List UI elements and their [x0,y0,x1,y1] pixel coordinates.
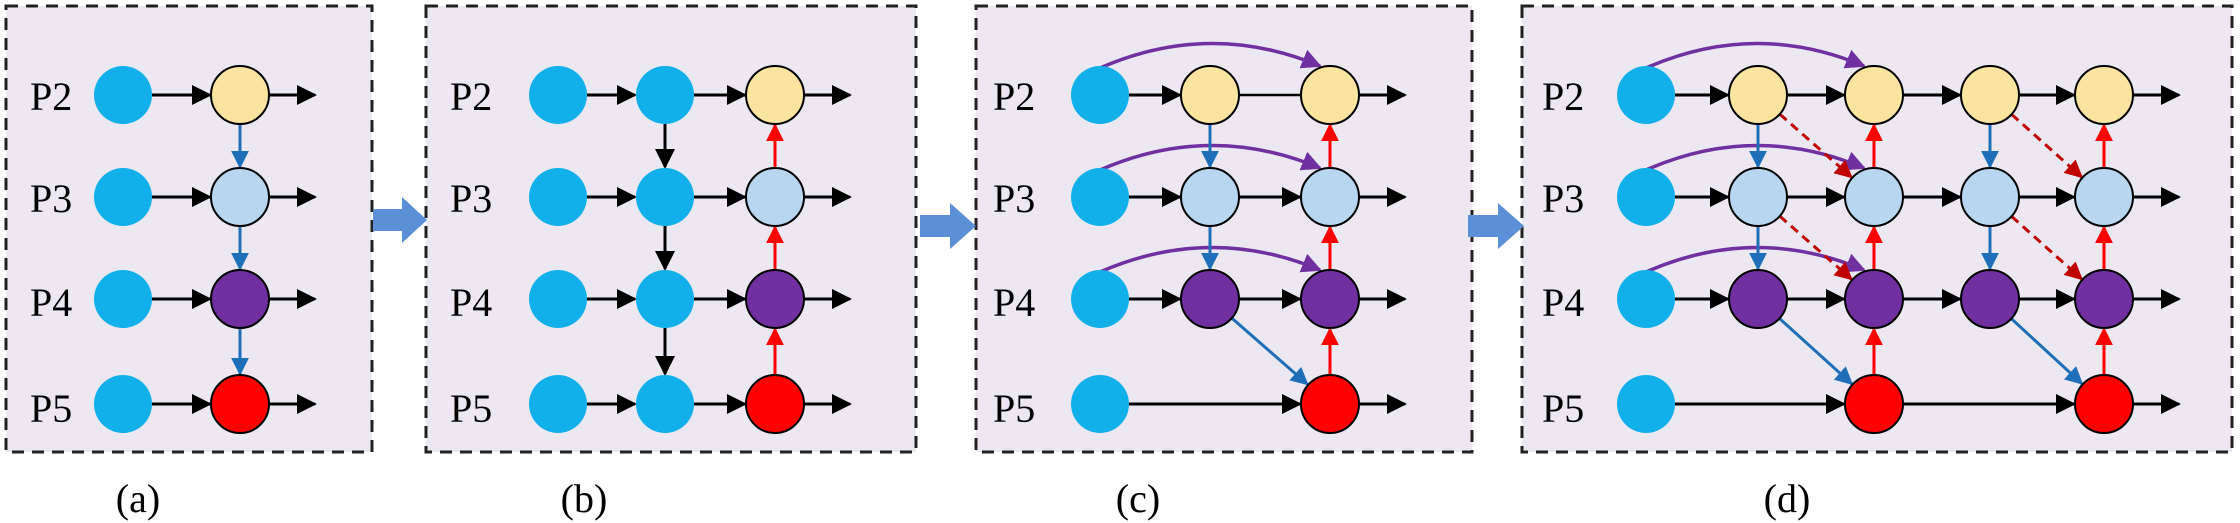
panel-b-node-p3 [745,167,805,227]
panel-a-node-p3 [210,167,270,227]
panel-b-mid-node-p5 [636,375,694,433]
panel-b-input-node-p3 [529,168,587,226]
level-label-p3: P3 [1542,176,1584,221]
level-label-p5: P5 [450,386,492,431]
transition-arrow-c-d [1468,203,1524,249]
panel-c-level-labels: P2 P3 P4 P5 [993,74,1035,431]
panel-d-level-labels: P2 P3 P4 P5 [1542,74,1584,431]
panel-a-input-node-p2 [94,66,152,124]
level-label-p2: P2 [450,74,492,119]
panel-d-node-d-p2 [2074,65,2134,125]
panel-a-node-p5 [210,374,270,434]
panel-d-node-d-p5 [2074,374,2134,434]
level-label-p4: P4 [1542,280,1584,325]
level-label-p2: P2 [993,74,1035,119]
panel-d-skip-arrow-p4 [1645,245,1866,274]
panel-a-level-labels: P2 P3 P4 P5 [30,74,72,431]
panel-d-input-node-p5 [1617,375,1675,433]
panel-c-input-node-p5 [1071,375,1129,433]
panel-d-node-b-p5 [1844,374,1904,434]
panel-b-input-node-p2 [529,66,587,124]
level-label-p2: P2 [1542,74,1584,119]
panel-b-node-p5 [745,374,805,434]
panel-d-node-d-p4 [2074,269,2134,329]
level-label-p4: P4 [993,280,1035,325]
panel-b-node-p4 [745,269,805,329]
panel-d-node-b-p3 [1844,167,1904,227]
caption-d: (d) [1764,476,1811,521]
panel-b-input-node-p5 [529,375,587,433]
level-label-p5: P5 [30,386,72,431]
diagram-edges [152,41,2181,414]
panel-a-input-node-p5 [94,375,152,433]
panel-d-skip-arrow-p2 [1645,41,1866,70]
panel-c-node-p2 [1300,65,1360,125]
panel-c-mid-node-p3 [1180,167,1240,227]
panel-d-node-b-p2 [1844,65,1904,125]
caption-c: (c) [1116,476,1160,521]
caption-b: (b) [561,476,608,521]
panel-d-node-c-p2 [1960,65,2020,125]
panel-b-node-p2 [745,65,805,125]
panel-d-diagonal-arrow-c-d-p4-p5 [2010,317,2084,385]
panel-d-node-c-p4 [1960,269,2020,329]
panel-c-input-node-p2 [1071,66,1129,124]
panel-c-node-p5 [1300,374,1360,434]
panel-a-input-node-p4 [94,270,152,328]
panel-b-mid-node-p4 [636,270,694,328]
panel-a-node-p4 [210,269,270,329]
panel-d-node-d-p3 [2074,167,2134,227]
panel-b-level-labels: P2 P3 P4 P5 [450,74,492,431]
panel-d-node-b-p4 [1844,269,1904,329]
panel-c-input-node-p3 [1071,168,1129,226]
panel-d-diagonal-arrow-a-b-p4-p5 [1778,317,1854,386]
panel-d-cross-scale-dashed-arrow-c-d-p2-p3 [2010,113,2083,179]
level-label-p4: P4 [450,280,492,325]
transition-arrow-b-c [920,203,976,249]
panel-a-node-p2 [210,65,270,125]
panel-d-cross-scale-dashed-arrow-c-d-p3-p4 [2010,215,2083,281]
panel-d-input-node-p2 [1617,66,1675,124]
panel-c-mid-node-p4 [1180,269,1240,329]
panel-b-mid-node-p2 [636,66,694,124]
panel-c-node-p3 [1300,167,1360,227]
diagram-nodes [94,65,2134,434]
panel-d-skip-arrow-p3 [1645,143,1866,172]
panel-d-input-node-p3 [1617,168,1675,226]
panel-d-node-c-p3 [1960,167,2020,227]
panel-d-cross-scale-dashed-arrow-a-b-p3-p4 [1778,215,1853,281]
level-label-p5: P5 [993,386,1035,431]
level-label-p3: P3 [30,176,72,221]
panel-c-mid-node-p2 [1180,65,1240,125]
level-label-p4: P4 [30,280,72,325]
panel-c-diagonal-arrow-p4-p5 [1230,316,1309,386]
panel-d-input-node-p4 [1617,270,1675,328]
panel-d-node-a-p4 [1728,269,1788,329]
panel-d-node-a-p2 [1728,65,1788,125]
panel-c-skip-arrow-p2 [1099,41,1322,70]
panel-c-node-p4 [1300,269,1360,329]
level-label-p3: P3 [450,176,492,221]
panel-a [4,4,374,454]
transition-arrow-a-b [373,197,427,243]
panel-d-cross-scale-dashed-arrow-a-b-p2-p3 [1778,113,1853,179]
level-label-p3: P3 [993,176,1035,221]
panel-b-mid-node-p3 [636,168,694,226]
panel-a-input-node-p3 [94,168,152,226]
panel-c-input-node-p4 [1071,270,1129,328]
panel-b-input-node-p4 [529,270,587,328]
panel-d-node-a-p3 [1728,167,1788,227]
level-label-p5: P5 [1542,386,1584,431]
level-label-p2: P2 [30,74,72,119]
caption-a: (a) [116,476,160,521]
